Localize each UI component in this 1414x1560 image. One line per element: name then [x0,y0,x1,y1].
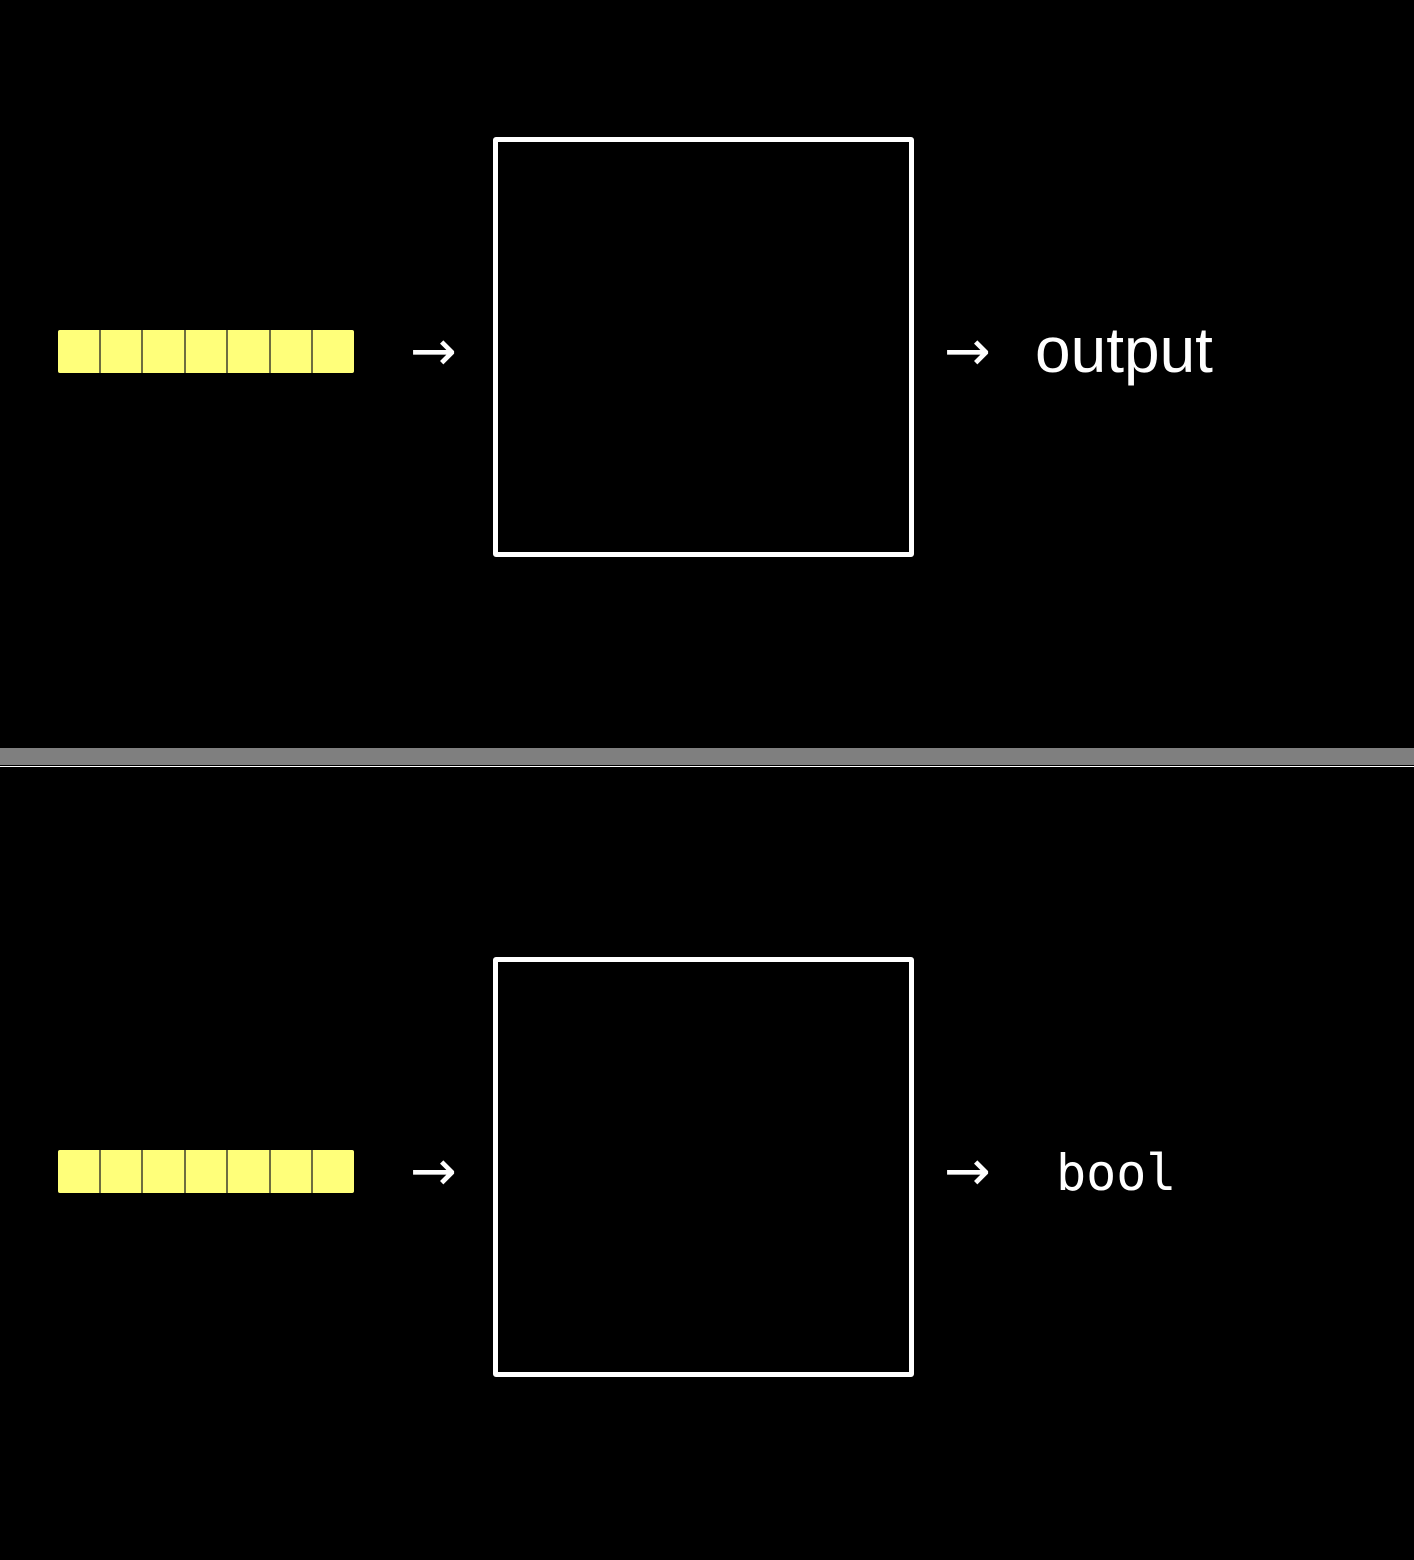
input-cell [58,1150,101,1193]
output-arrow-icon: → [944,1139,991,1204]
input-cell [101,330,144,373]
input-vector-top [58,330,354,373]
input-cell [186,330,229,373]
output-label-bottom: bool [1056,1144,1177,1202]
black-box-model-bottom [493,957,914,1377]
panel-divider [0,748,1414,765]
output-label-top: output [1035,314,1213,386]
input-cell [313,330,354,373]
output-arrow-icon: → [944,319,991,384]
input-cell [313,1150,354,1193]
input-vector-bottom [58,1150,354,1193]
diagram-panel-top: → → output [0,0,1414,748]
input-cell [186,1150,229,1193]
input-cell [271,1150,314,1193]
black-box-model-top [493,137,914,557]
input-arrow-icon: → [410,1139,457,1204]
input-cell [143,330,186,373]
input-cell [228,1150,271,1193]
input-cell [228,330,271,373]
input-cell [58,330,101,373]
input-cell [271,330,314,373]
input-cell [101,1150,144,1193]
input-arrow-icon: → [410,319,457,384]
input-cell [143,1150,186,1193]
diagram-panel-bottom: → → bool [0,767,1414,1560]
